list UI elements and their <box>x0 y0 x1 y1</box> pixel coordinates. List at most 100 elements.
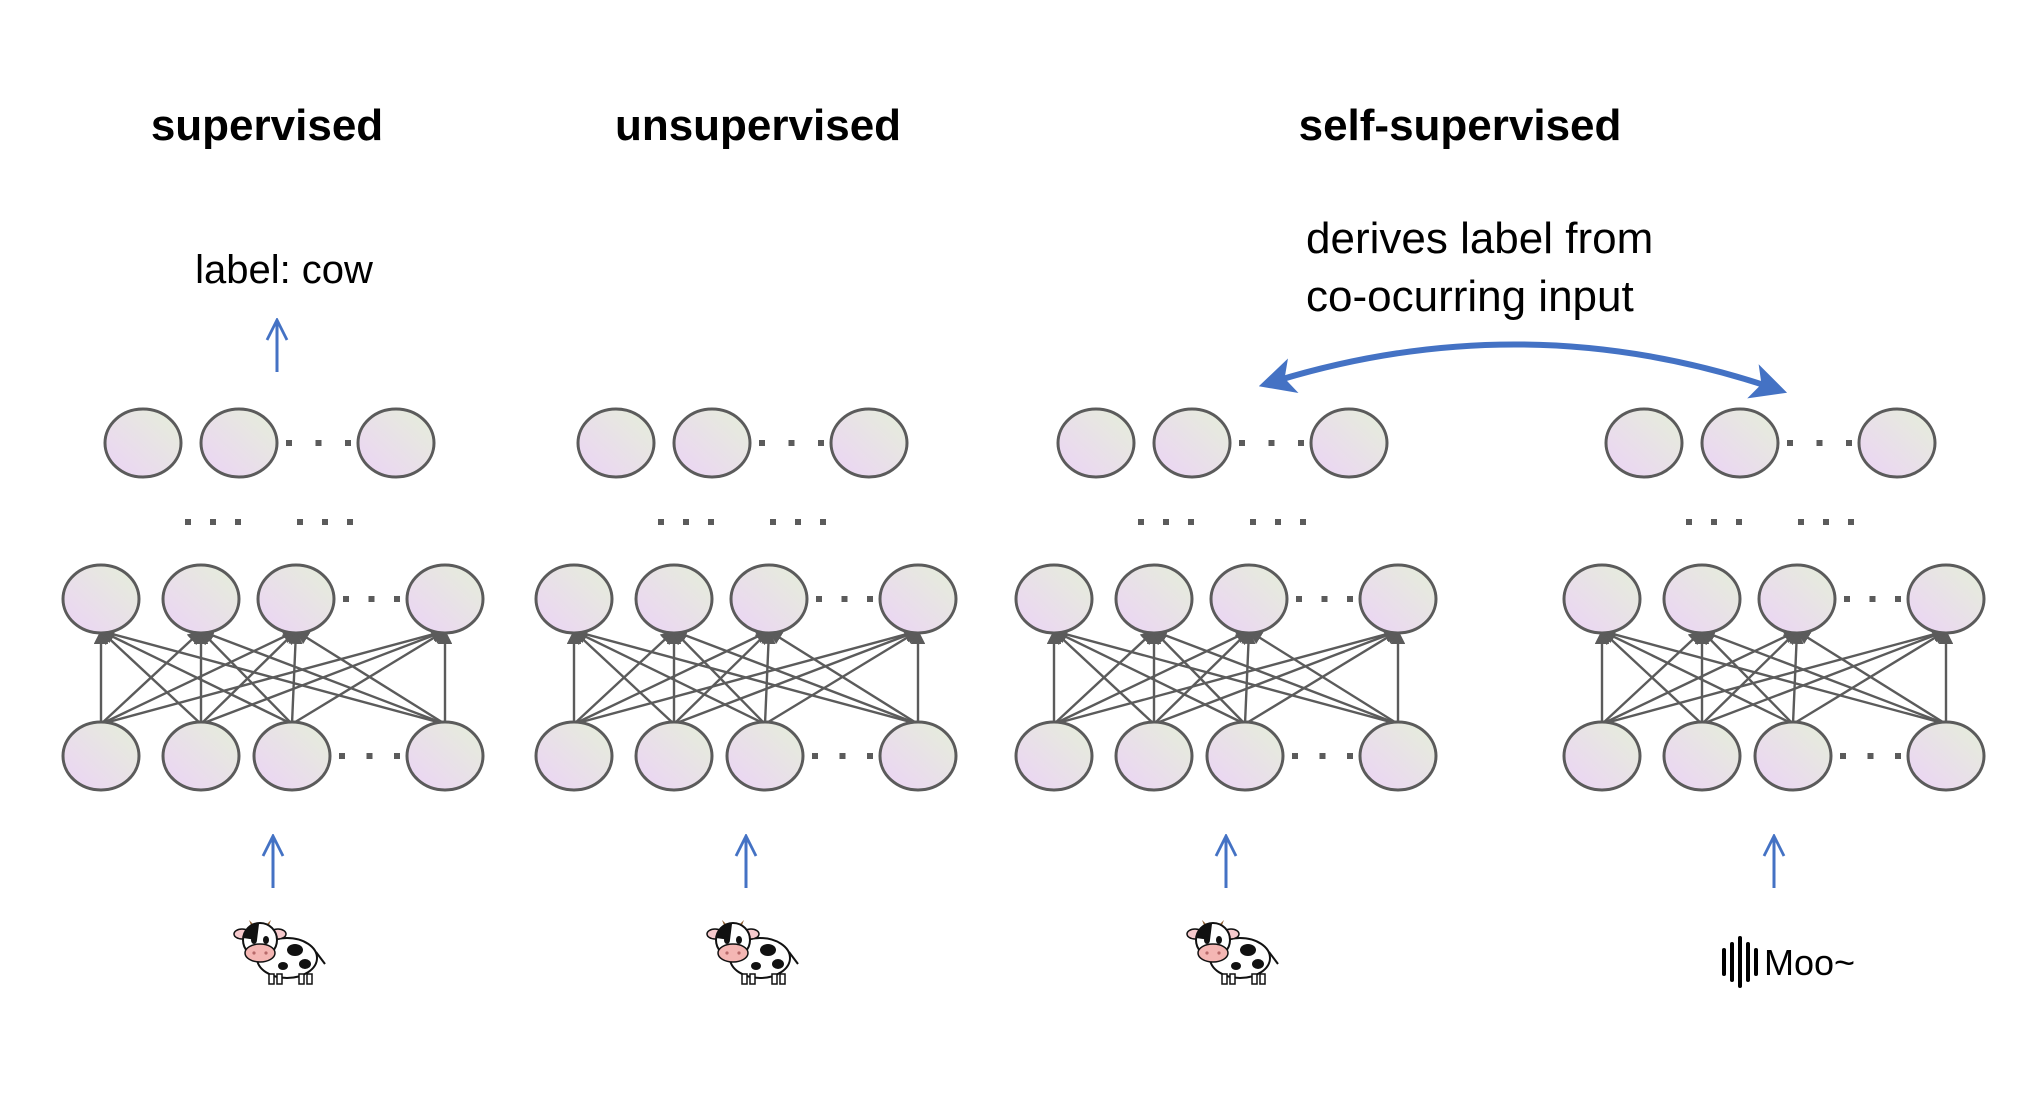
ellipsis-dot <box>816 596 822 602</box>
connection-edge <box>572 630 675 725</box>
connection-edge <box>1153 629 1251 725</box>
connection-edge <box>672 628 919 726</box>
connection-edge <box>1152 628 1399 726</box>
ellipsis-dot <box>788 440 795 446</box>
connection-edge <box>673 629 771 725</box>
ellipsis-dot <box>1138 519 1144 525</box>
neuron-node <box>1906 563 1986 635</box>
neuron-node <box>878 720 958 792</box>
ellipsis-dot <box>770 519 776 525</box>
cow-icon <box>1186 920 1279 985</box>
ellipsis-dot <box>867 596 873 602</box>
neuron-node <box>1209 563 1289 635</box>
connection-edge <box>99 630 202 725</box>
ellipsis-dot <box>812 753 818 759</box>
ellipsis-dot <box>1347 596 1353 602</box>
connection-edge <box>1600 627 1947 726</box>
panel-supervised <box>61 407 485 985</box>
connection-edge <box>1789 629 1804 725</box>
connection-edge <box>572 627 919 726</box>
ellipsis-dot <box>1250 519 1256 525</box>
cow-icon <box>233 920 326 985</box>
sound-wave-icon <box>1722 936 1758 988</box>
connection-edge <box>1701 629 1799 725</box>
ellipsis-dot <box>1895 596 1901 602</box>
neuron-node <box>252 720 332 792</box>
neuron-node <box>1753 720 1833 792</box>
ellipsis-dot <box>235 519 241 525</box>
connection-edge <box>672 629 766 725</box>
ellipsis-dot <box>818 440 824 446</box>
connection-edge <box>199 629 293 725</box>
neuron-node <box>1309 407 1389 479</box>
neuron-node <box>829 407 909 479</box>
ellipsis-dot <box>1296 596 1302 602</box>
connection-edge <box>572 629 766 726</box>
neuron-node <box>634 720 714 792</box>
ellipsis-dot <box>343 596 349 602</box>
ellipsis-dot <box>1869 596 1876 602</box>
ellipsis-dot <box>795 519 801 525</box>
output-layer <box>103 407 436 479</box>
neuron-node <box>576 407 656 479</box>
neuron-node <box>1757 563 1837 635</box>
input-layer <box>1014 720 1438 792</box>
ellipsis-dot <box>1292 753 1298 759</box>
ellipsis-dot <box>1846 440 1852 446</box>
connection-edge <box>767 629 919 726</box>
ellipsis-dot <box>366 753 373 759</box>
neuron-node <box>878 563 958 635</box>
ellipsis-dot <box>297 519 303 525</box>
ellipsis-dot <box>1686 519 1692 525</box>
connection-edge <box>288 629 303 725</box>
neuron-node <box>1358 563 1438 635</box>
connection-edge <box>1052 627 1399 726</box>
neuron-node <box>61 720 141 792</box>
connection-edge <box>1247 629 1399 726</box>
neuron-node <box>1358 720 1438 792</box>
annotation-line-2: co-ocurring input <box>1306 272 1634 321</box>
neuron-node <box>1056 407 1136 479</box>
connection-edge <box>1700 629 1794 725</box>
ellipsis-dot <box>1816 440 1823 446</box>
audio-text: Moo~ <box>1764 942 1855 983</box>
connection-edge <box>1795 629 1947 726</box>
output-layer <box>1604 407 1937 479</box>
input-layer <box>61 720 485 792</box>
ellipsis-dot <box>394 596 400 602</box>
neuron-node <box>1662 720 1742 792</box>
cow-icon <box>706 920 799 985</box>
ellipsis-dot <box>1823 519 1829 525</box>
hidden-layer <box>1014 563 1438 635</box>
ellipsis-dot <box>1298 440 1304 446</box>
ellipsis-dot <box>759 440 765 446</box>
ellipsis-dot <box>339 753 345 759</box>
ellipsis-dot <box>708 519 714 525</box>
ellipsis-dot <box>1848 519 1854 525</box>
neuron-node <box>1205 720 1285 792</box>
neuron-node <box>161 720 241 792</box>
ellipsis-dot <box>347 519 353 525</box>
neuron-node <box>103 407 183 479</box>
ellipsis-dot <box>1798 519 1804 525</box>
ellipsis-dot <box>683 519 689 525</box>
connection-edge <box>1600 629 1794 726</box>
annotation-line-1: derives label from <box>1306 214 1653 263</box>
ellipsis-dot <box>286 440 292 446</box>
bidirectional-curved-arrow-icon <box>1258 341 1788 399</box>
connection-edge <box>1152 629 1246 725</box>
neuron-node <box>725 720 805 792</box>
neuron-node <box>1014 563 1094 635</box>
neuron-node <box>729 563 809 635</box>
ellipsis-dot <box>368 596 375 602</box>
layer-ellipsis <box>1686 519 1854 525</box>
neuron-node <box>1700 407 1780 479</box>
connections <box>1046 627 1406 726</box>
output-label: label: cow <box>195 248 373 292</box>
ellipsis-dot <box>322 519 328 525</box>
ellipsis-dot <box>210 519 216 525</box>
neuron-node <box>405 720 485 792</box>
connections <box>1594 627 1954 726</box>
ellipsis-dot <box>1895 753 1901 759</box>
